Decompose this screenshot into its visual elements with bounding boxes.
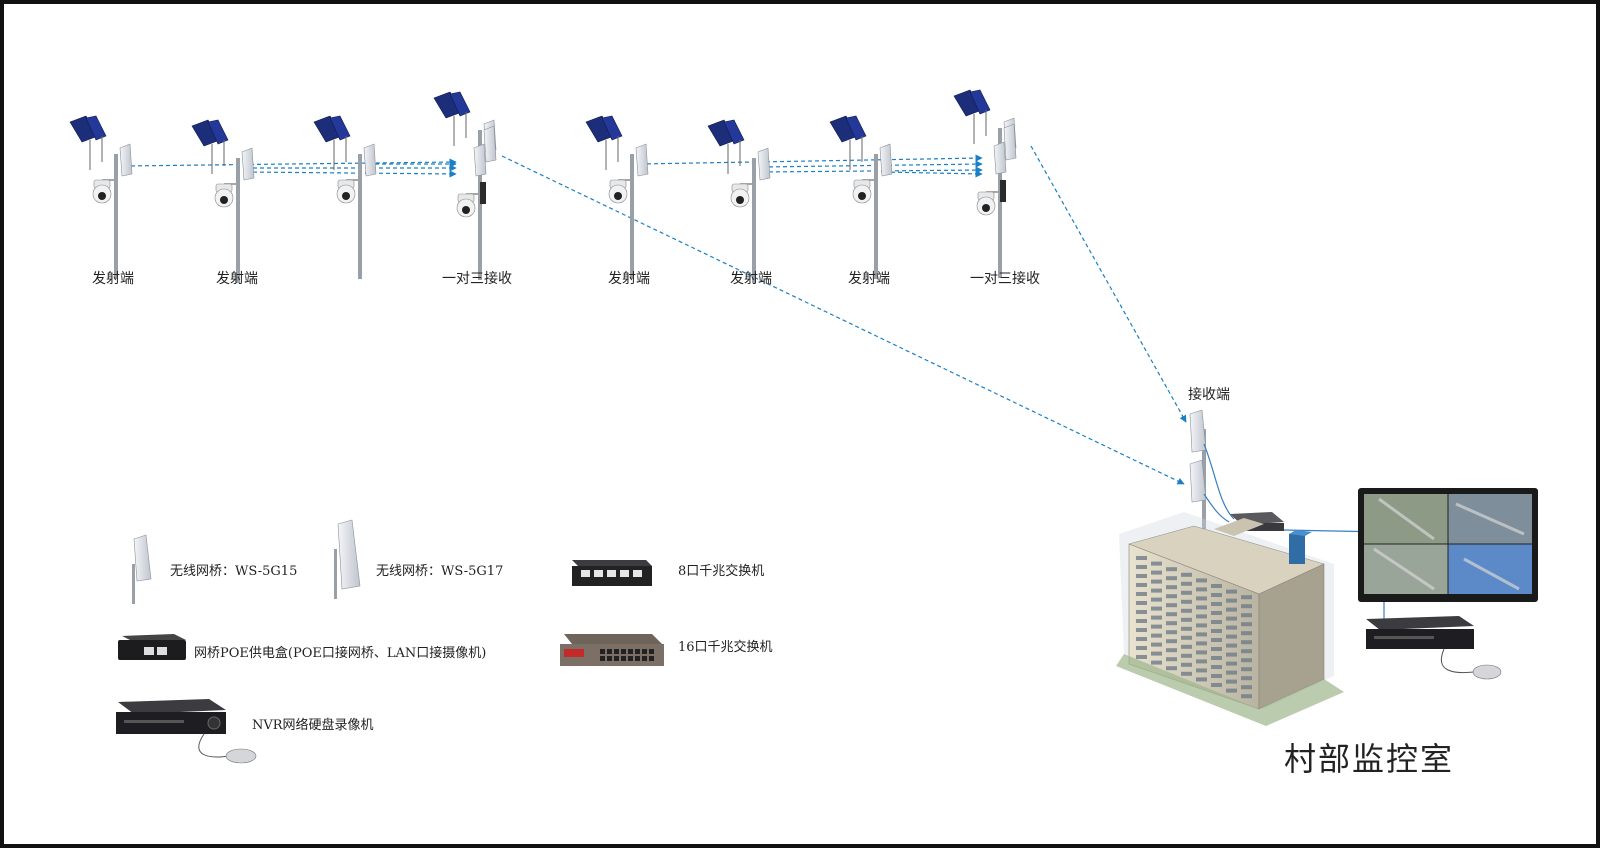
- wireless-links: [123, 145, 1187, 485]
- solar-panel-icon: [313, 115, 351, 170]
- bridge-ws5g17-icon: [337, 519, 361, 590]
- control-building: [1116, 512, 1344, 726]
- bridge-ws5g15-icon: [757, 147, 771, 181]
- tower-4: [433, 91, 497, 280]
- solar-panel-icon: [829, 115, 867, 170]
- receiver-mast: [1189, 409, 1235, 529]
- tower-label-2: 发射端: [216, 271, 258, 287]
- tower-label-4: 一对三接收: [442, 271, 512, 287]
- bridge-ws5g15-icon: [241, 147, 255, 181]
- link-t5-to-r2: [639, 154, 983, 165]
- bridge-ws5g15-icon: [473, 143, 487, 177]
- dome-camera-icon: [976, 191, 998, 216]
- link-t6b-to-r2: [761, 166, 983, 174]
- dome-camera-icon: [730, 183, 752, 208]
- tower-5: [585, 115, 649, 279]
- solar-panel-icon: [585, 115, 623, 170]
- legend-label-8-port-switch: 8口千兆交换机: [678, 564, 765, 579]
- poe-box-icon: [1000, 180, 1006, 202]
- tower-3: [313, 115, 377, 279]
- link-r1-to-base: [501, 155, 1185, 485]
- bridge-ws5g15-icon: [119, 143, 133, 177]
- tower-8: [953, 89, 1017, 278]
- link-t6-to-r2: [761, 160, 983, 168]
- tower-label-7: 发射端: [848, 271, 890, 287]
- diagram-svg: [69, 89, 1538, 764]
- tower-1: [69, 115, 133, 279]
- bridge-ws5g15-icon: [993, 141, 1007, 175]
- tower-label-8: 一对三接收: [970, 271, 1040, 287]
- legend-label-16-port-switch: 16口千兆交换机: [678, 640, 773, 655]
- poe-box-icon: [118, 634, 186, 660]
- legend-label-poe-box: 网桥POE供电盒(POE口接网桥、LAN口接摄像机): [194, 646, 487, 661]
- switch-16-port-icon: [560, 634, 664, 666]
- control-room-title: 村部监控室: [1284, 740, 1455, 778]
- bridge-ws5g17-icon: [1189, 409, 1207, 453]
- link-t7-to-r2: [883, 170, 983, 178]
- room-nvr: [1366, 616, 1502, 680]
- tower-6: [707, 119, 771, 283]
- poe-box-icon: [480, 182, 486, 204]
- tower-label-6: 发射端: [730, 271, 772, 287]
- tower-label-1: 发射端: [92, 271, 134, 287]
- bridge-ws5g17-icon: [1003, 123, 1017, 161]
- solar-panel-icon: [191, 119, 229, 174]
- solar-panel-icon: [707, 119, 745, 174]
- dome-camera-icon: [852, 179, 874, 204]
- building-windows: [1136, 556, 1252, 699]
- solar-panel-icon: [69, 115, 107, 170]
- dome-camera-icon: [92, 179, 114, 204]
- video-wall-monitor: [1358, 488, 1538, 602]
- bridge-ws5g15-icon: [879, 143, 893, 177]
- bridge-ws5g15-icon: [363, 143, 377, 177]
- legend-label-ws5g15: 无线网桥：WS-5G15: [170, 564, 298, 579]
- solar-panel-icon: [953, 89, 991, 144]
- dome-camera-icon: [214, 183, 236, 208]
- legend-icons: [116, 519, 664, 764]
- nvr-icon: [116, 699, 257, 764]
- bridge-ws5g15-icon: [635, 143, 649, 177]
- tower-label-5: 发射端: [608, 271, 650, 287]
- tower-7: [829, 115, 893, 279]
- dome-camera-icon: [608, 179, 630, 204]
- bridge-ws5g17-icon: [483, 125, 497, 163]
- legend-label-nvr: NVR网络硬盘录像机: [252, 718, 374, 733]
- link-t1-to-r1: [123, 158, 457, 167]
- link-r2-to-base: [1030, 145, 1187, 423]
- dome-camera-icon: [336, 179, 358, 204]
- switch-8-port-icon: [572, 560, 652, 586]
- bridge-ws5g17-icon: [1189, 459, 1207, 503]
- dome-camera-icon: [456, 193, 478, 218]
- tower-2: [191, 119, 255, 283]
- tower-group: [69, 89, 1017, 283]
- legend-label-ws5g17: 无线网桥：WS-5G17: [376, 564, 504, 579]
- receiver-label: 接收端: [1188, 387, 1230, 403]
- solar-panel-icon: [433, 91, 471, 146]
- link-t2b-to-r1: [245, 170, 457, 178]
- bridge-ws5g15-icon: [133, 534, 152, 582]
